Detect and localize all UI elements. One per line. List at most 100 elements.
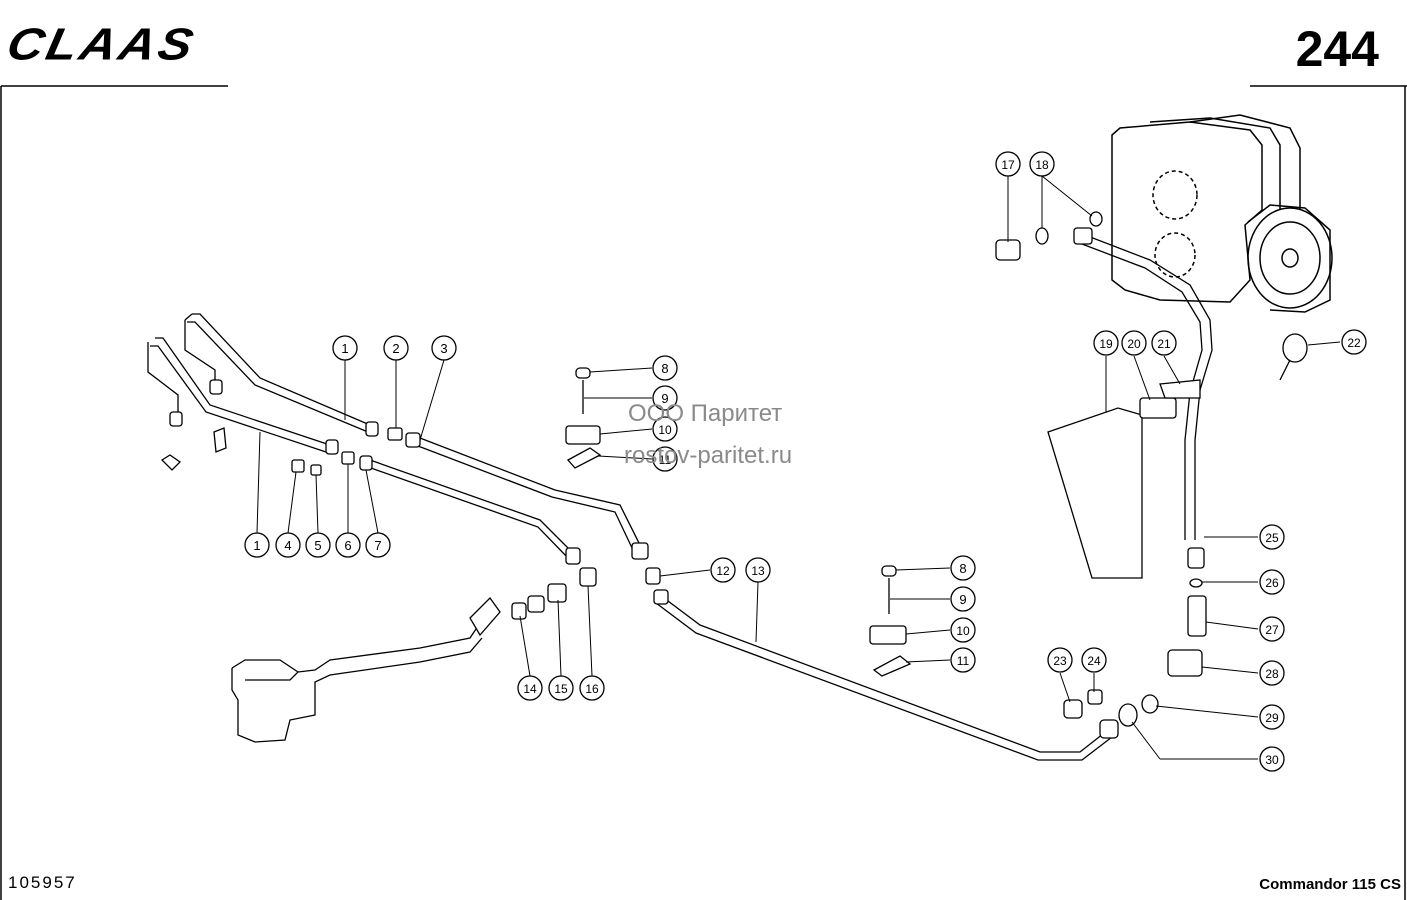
callout-19: 19 [1093,330,1119,356]
callout-number: 21 [1157,337,1171,351]
callout-circle [995,151,1021,177]
callout-27: 27 [1259,616,1285,642]
callout-circle [1259,746,1285,772]
callout-30: 30 [1259,746,1285,772]
callout-circle [579,675,605,701]
callout-11: 11 [950,647,976,673]
callout-number: 24 [1087,654,1101,668]
callout-number: 19 [1099,337,1113,351]
callout-number: 22 [1347,336,1361,350]
callout-number: 15 [554,682,568,696]
callout-circle [1259,704,1285,730]
leader-lines [256,175,1341,760]
callout-26: 26 [1259,569,1285,595]
callout-circle [365,532,391,558]
callout-number: 1 [253,538,260,553]
callout-circle [1093,330,1119,356]
callout-number: 23 [1053,654,1067,668]
callout-circle [1259,524,1285,550]
callout-5: 5 [305,532,331,558]
callout-circle [275,532,301,558]
callout-number: 27 [1265,623,1279,637]
callout-25: 25 [1259,524,1285,550]
callout-8: 8 [950,555,976,581]
callout-circle [1029,151,1055,177]
callout-10: 10 [652,416,678,442]
callout-23: 23 [1047,647,1073,673]
callout-number: 8 [661,361,668,376]
callout-number: 17 [1001,158,1015,172]
callout-24: 24 [1081,647,1107,673]
callout-circle [652,385,678,411]
model-name: Commandor 115 CS [1259,876,1401,893]
callout-number: 2 [392,341,399,356]
callout-12: 12 [710,557,736,583]
callout-29: 29 [1259,704,1285,730]
callout-number: 12 [716,564,730,578]
callout-number: 8 [959,561,966,576]
callout-number: 20 [1127,337,1141,351]
callout-20: 20 [1121,330,1147,356]
callout-number: 10 [658,423,672,437]
callout-circle [652,355,678,381]
callout-9: 9 [652,385,678,411]
callout-7: 7 [365,532,391,558]
callout-circle [1259,569,1285,595]
small-parts [160,211,1308,739]
callout-21: 21 [1151,330,1177,356]
callout-number: 11 [957,654,970,668]
callout-number: 25 [1265,531,1279,545]
callout-13: 13 [745,557,771,583]
callout-14: 14 [517,675,543,701]
callout-number: 1 [341,341,348,356]
callout-circle [305,532,331,558]
callout-16: 16 [579,675,605,701]
callout-circle [950,647,976,673]
callout-number: 26 [1265,576,1279,590]
callout-number: 29 [1265,711,1279,725]
callout-number: 18 [1035,158,1049,172]
callout-11: 11 [652,446,678,472]
callout-17: 17 [995,151,1021,177]
callout-9: 9 [950,586,976,612]
callout-circle [1341,329,1367,355]
callout-number: 14 [523,682,537,696]
callout-circle [710,557,736,583]
callout-circle [745,557,771,583]
callout-circle [950,586,976,612]
callout-number: 9 [959,592,966,607]
callout-circle [1259,660,1285,686]
callout-number: 6 [344,538,351,553]
callout-circle [335,532,361,558]
callout-circle [950,617,976,643]
pipe-lines [147,234,1213,761]
callout-8: 8 [652,355,678,381]
callout-circle [1047,647,1073,673]
engine-block-drawing [1111,114,1333,313]
callout-3: 3 [431,335,457,361]
page-number: 244 [1295,21,1379,77]
callout-circle [652,446,678,472]
callout-circle [1081,647,1107,673]
callout-15: 15 [548,675,574,701]
callout-circle [517,675,543,701]
callout-circle [383,335,409,361]
page-frame [0,85,1407,900]
callout-circle [431,335,457,361]
callout-number: 9 [661,391,668,406]
callout-22: 22 [1341,329,1367,355]
callout-circle [950,555,976,581]
callout-number: 5 [314,538,321,553]
callout-circle [1121,330,1147,356]
callout-1: 1 [244,532,270,558]
callout-number: 16 [585,682,599,696]
callout-28: 28 [1259,660,1285,686]
callout-number: 11 [659,453,672,467]
callout-number: 13 [751,564,765,578]
callout-4: 4 [275,532,301,558]
callout-circle [1259,616,1285,642]
callout-1: 1 [332,335,358,361]
